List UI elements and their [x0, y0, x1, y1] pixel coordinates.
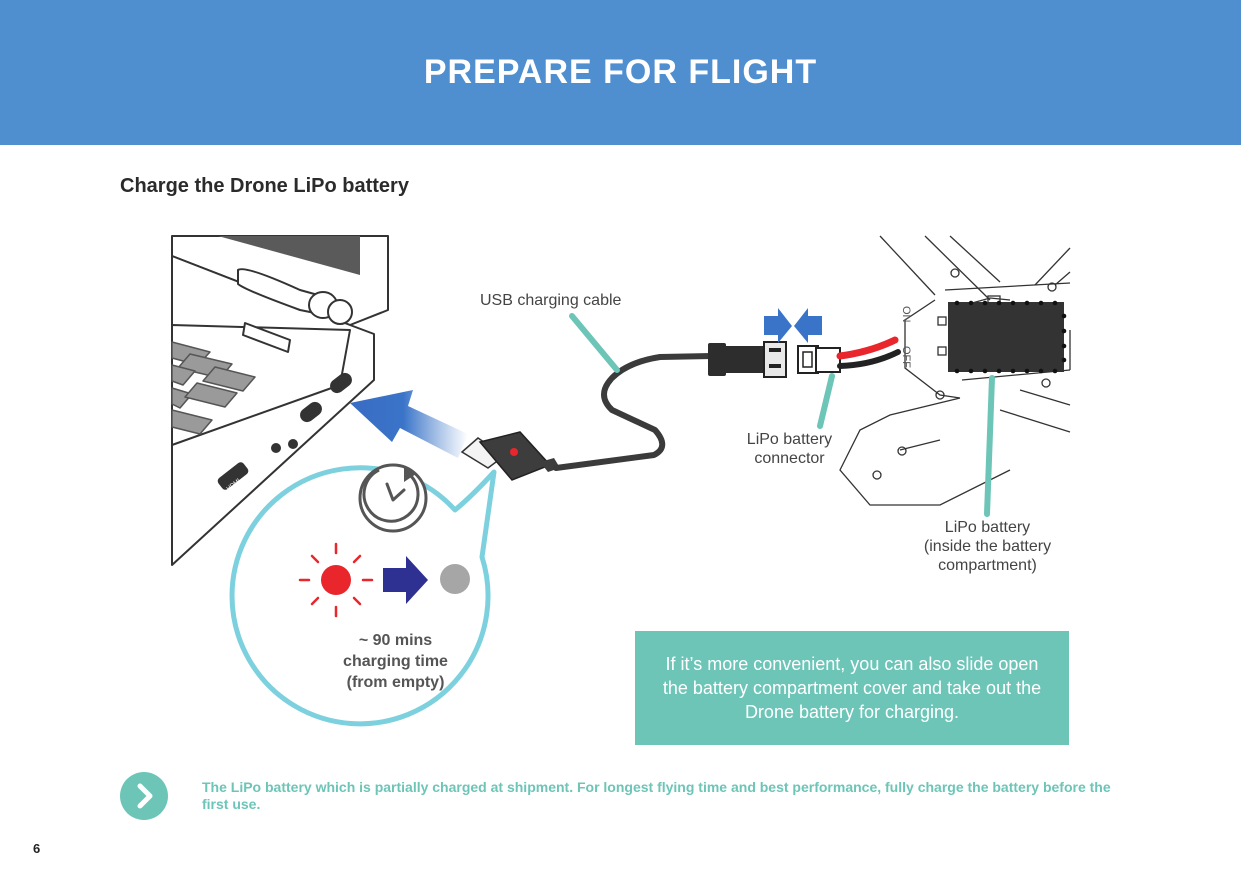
usb-plug — [460, 431, 560, 481]
svg-text:ON: ON — [900, 306, 912, 323]
battery-socket — [797, 345, 841, 374]
battery-note-text: If it’s more convenient, you can also sl… — [662, 654, 1042, 722]
plug-in-arrow-icon — [350, 390, 468, 458]
battery-note-box: If it’s more convenient, you can also sl… — [635, 631, 1069, 745]
clock-icon — [358, 463, 428, 533]
connect-arrow-left-icon — [794, 308, 822, 343]
svg-text:OFF: OFF — [900, 346, 912, 368]
laptop: HDMI — [171, 235, 389, 566]
battery-plug — [708, 341, 787, 378]
chevron-right-icon — [120, 772, 168, 820]
usb-cable — [553, 353, 715, 471]
drone-body — [839, 235, 1071, 506]
connector-label: LiPo battery connector — [746, 431, 833, 467]
charging-time-bubble — [229, 465, 497, 727]
led-red-icon — [298, 542, 374, 618]
page-number: 6 — [33, 841, 41, 856]
tip-text: The LiPo battery which is partially char… — [202, 779, 1111, 812]
section-subtitle: Charge the Drone LiPo battery — [120, 175, 409, 197]
battery-label: LiPo battery (inside the battery compart… — [923, 519, 1052, 574]
usb-cable-label: USB charging cable — [480, 292, 622, 309]
connect-arrow-right-icon — [764, 308, 792, 343]
lipo-battery — [948, 300, 1067, 374]
page-title: PREPARE FOR FLIGHT — [423, 53, 818, 91]
page-header: PREPARE FOR FLIGHT — [0, 0, 1241, 145]
led-off-icon — [440, 564, 470, 594]
led-transition-arrow-icon — [383, 556, 428, 604]
charging-time-text: ~ 90 mins charging time (from empty) — [343, 632, 448, 691]
